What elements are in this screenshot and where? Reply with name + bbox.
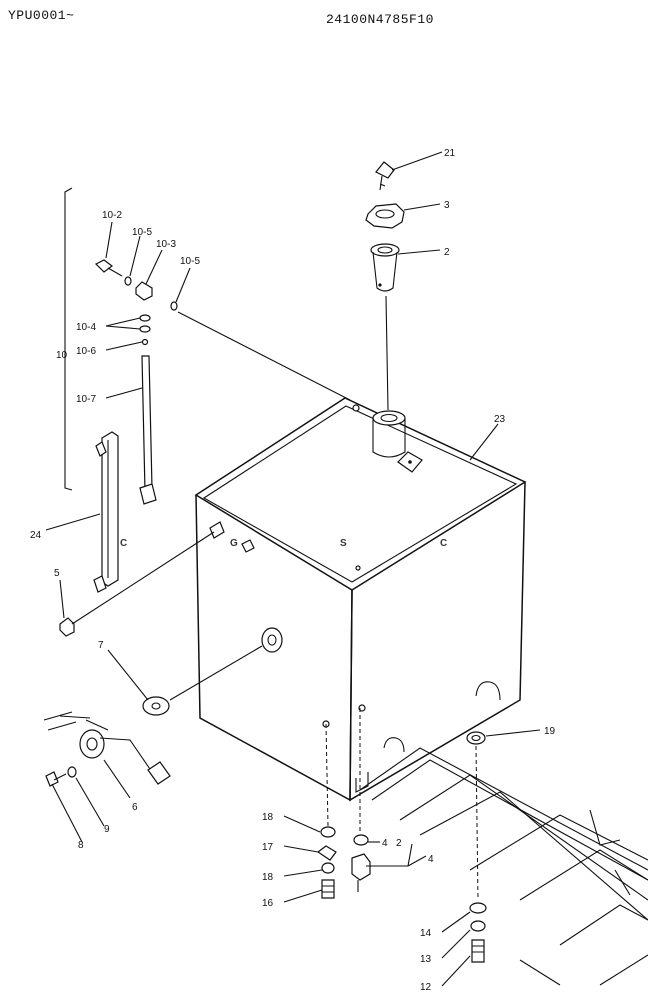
- callout-2: 2: [444, 247, 450, 258]
- callout-10-6: 10-6: [76, 346, 96, 357]
- callout-18-lower: 18: [262, 872, 274, 883]
- sight-gauge: [93, 431, 119, 593]
- watermark-letter-2: G: [230, 538, 238, 549]
- callout-12: 12: [420, 982, 432, 993]
- callout-10-5-upper: 10-5: [132, 227, 152, 238]
- drain-plug: [59, 531, 215, 637]
- callout-6: 6: [132, 802, 138, 813]
- header-serial-range: YPU0001~: [8, 8, 75, 23]
- callout-14: 14: [420, 928, 432, 939]
- callout-8: 8: [78, 840, 84, 851]
- callout-10-4: 10-4: [76, 322, 96, 333]
- callout-10-5-lower: 10-5: [180, 256, 200, 267]
- callout-21: 21: [444, 148, 456, 159]
- callout-10-3: 10-3: [156, 239, 176, 250]
- callout-16: 16: [262, 898, 274, 909]
- sender-gauge-assembly: [43, 645, 263, 787]
- mount-hardware-middle: [351, 708, 371, 892]
- callout-24: 24: [30, 530, 42, 541]
- callout-3: 3: [444, 200, 450, 211]
- watermark-letter-1: C: [120, 538, 127, 549]
- callout-18-upper: 18: [262, 812, 274, 823]
- callout-labels: 21 3 2 23 10-2 10-5 10-3 10-5 10-4 10-6 …: [30, 148, 556, 993]
- callout-10: 10: [56, 350, 68, 361]
- leader-lines: [45, 151, 541, 987]
- callout-2-lower: 2: [396, 838, 402, 849]
- callout-7: 7: [98, 640, 104, 651]
- callout-13: 13: [420, 954, 432, 965]
- mount-hardware-right: [466, 731, 487, 963]
- callout-9: 9: [104, 824, 110, 835]
- header-part-number: 24100N4785F10: [326, 12, 434, 27]
- level-sender-assembly: [64, 187, 351, 505]
- fuel-tank: [194, 397, 527, 802]
- watermark-letter-4: C: [440, 538, 447, 549]
- callout-5: 5: [54, 568, 60, 579]
- callout-23: 23: [494, 414, 506, 425]
- callout-19: 19: [544, 726, 556, 737]
- callout-10-2: 10-2: [102, 210, 122, 221]
- mount-hardware-left: [316, 723, 337, 899]
- watermark-letter-3: S: [340, 538, 347, 549]
- watermark-logo: C G S C: [120, 538, 447, 549]
- callout-4-lower: 4: [428, 854, 434, 865]
- callout-10-7: 10-7: [76, 394, 96, 405]
- filler-cap-assembly: [365, 161, 405, 411]
- callout-4-upper: 4: [382, 838, 388, 849]
- callout-17: 17: [262, 842, 274, 853]
- machine-frame: [359, 747, 648, 986]
